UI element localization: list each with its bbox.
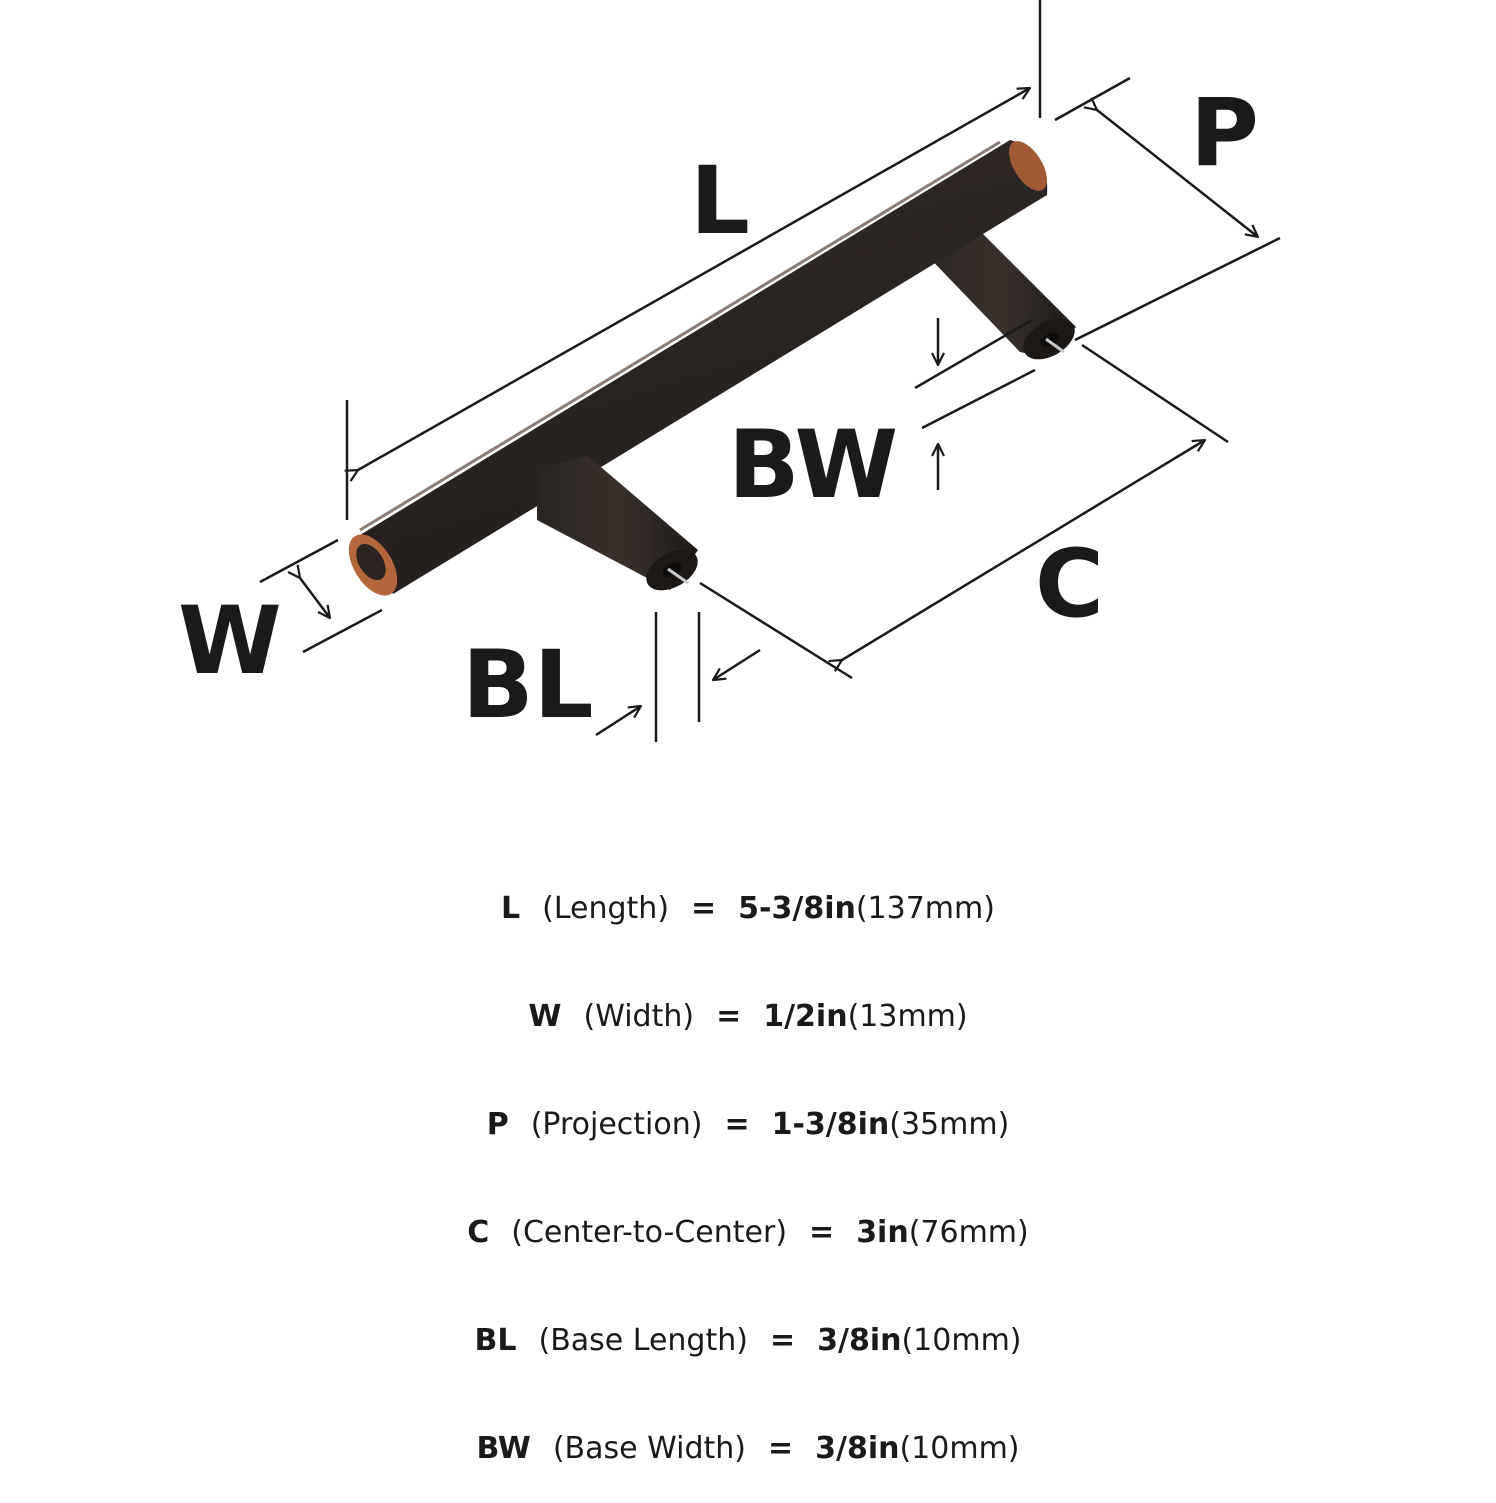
spec-key: W: [528, 999, 562, 1034]
spec-name: (Width): [583, 999, 695, 1034]
spec-base-width: BW (Base Width) = 3/8in(10mm): [0, 1395, 1496, 1503]
spec-key: BL: [474, 1323, 517, 1358]
spec-imperial: 1/2in: [763, 999, 848, 1034]
dimension-spec-list: L(Length)=5-3/8in(137mm) W(Width)=1/2in(…: [0, 855, 1496, 1503]
spec-eq: =: [716, 999, 742, 1034]
spec-imperial: 1-3/8in: [771, 1107, 890, 1142]
spec-eq: =: [809, 1215, 835, 1250]
spec-imperial: 3/8in: [815, 1431, 900, 1466]
spec-metric: (137mm): [855, 891, 995, 926]
spec-name: (Projection): [530, 1107, 703, 1142]
spec-metric: (10mm): [899, 1431, 1020, 1466]
spec-name: (Center-to-Center): [511, 1215, 788, 1250]
label-c: C: [1035, 530, 1104, 639]
spec-name: (Base Length): [538, 1323, 748, 1358]
spec-key: C: [467, 1215, 490, 1250]
spec-key: P: [486, 1107, 509, 1142]
label-w: W: [178, 587, 282, 696]
dimension-lines: [259, 0, 1281, 742]
label-bl: BL: [462, 631, 594, 740]
spec-eq: =: [724, 1107, 750, 1142]
spec-key: BW: [476, 1431, 531, 1466]
handle-dimension-diagram: L P BW C W BL: [178, 0, 1281, 742]
spec-projection: P (Projection) = 1-3/8in(35mm): [0, 1071, 1496, 1179]
spec-metric: (10mm): [901, 1323, 1022, 1358]
spec-metric: (76mm): [908, 1215, 1029, 1250]
spec-width: W (Width) = 1/2in(13mm): [0, 963, 1496, 1071]
spec-base-length: BL (Base Length) = 3/8in(10mm): [0, 1287, 1496, 1395]
spec-center-to-center: C (Center-to-Center) = 3in(76mm): [0, 1179, 1496, 1287]
spec-length: L (Length) = 5-3/8in(137mm): [0, 855, 1496, 963]
spec-name: (Base Width): [552, 1431, 746, 1466]
spec-eq: =: [691, 891, 717, 926]
spec-name: (Length): [542, 891, 670, 926]
label-p: P: [1190, 79, 1259, 188]
spec-key: L: [501, 891, 521, 926]
label-bw: BW: [728, 411, 898, 520]
label-l: L: [690, 147, 750, 256]
spec-eq: =: [769, 1323, 796, 1358]
spec-imperial: 5-3/8in: [738, 891, 856, 926]
front-post: [537, 456, 698, 591]
spec-metric: (13mm): [847, 999, 968, 1034]
spec-imperial: 3/8in: [817, 1323, 902, 1358]
spec-eq: =: [767, 1431, 794, 1466]
spec-imperial: 3in: [856, 1215, 909, 1250]
spec-metric: (35mm): [889, 1107, 1010, 1142]
